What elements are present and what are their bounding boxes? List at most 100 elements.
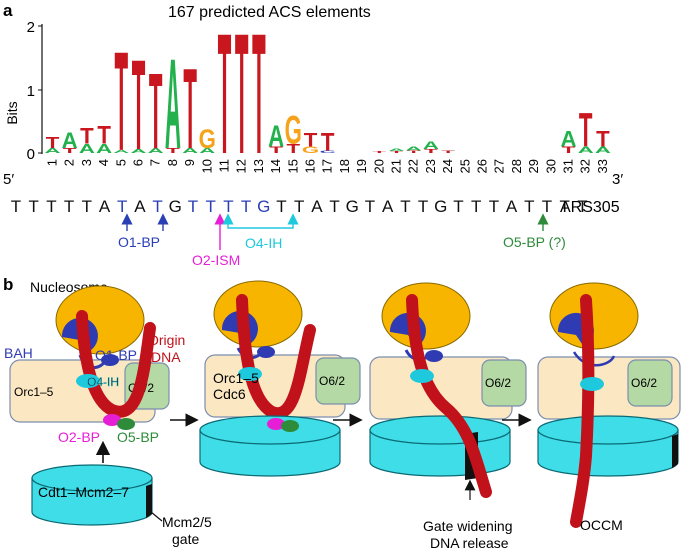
position-label-7: 7 <box>148 159 163 166</box>
position-label-9: 9 <box>182 159 197 166</box>
sequence-base-4: T <box>64 197 74 216</box>
o6-2-label-3: O6/2 <box>485 376 511 390</box>
gate-label-1: Mcm2/5 <box>162 514 212 530</box>
o4-bracket <box>227 221 294 229</box>
o1-bp-site <box>425 350 443 362</box>
origin-dna-3 <box>406 294 492 498</box>
logo-letter-23-A: A <box>423 139 440 151</box>
logo-letter-32-T: T <box>579 103 593 157</box>
logo-letter-2-A: A <box>62 128 78 153</box>
panel-b-label: b <box>3 275 13 294</box>
gate-widening-label: Gate widening <box>423 518 513 534</box>
sequence-base-25: G <box>434 197 447 216</box>
logo-letter-7-A: A <box>148 147 164 155</box>
origin-dna-2 <box>236 294 316 420</box>
logo-letter-21-A: A <box>388 148 405 152</box>
position-label-23: 23 <box>423 159 438 173</box>
o4-ih-label: O4-IH <box>245 235 282 251</box>
o1-bp-b-label: O1-BP <box>95 347 137 363</box>
position-label-18: 18 <box>337 159 352 173</box>
position-label-4: 4 <box>96 159 111 166</box>
o2-bp-site <box>267 418 285 430</box>
sequence-base-11: T <box>188 197 198 216</box>
position-label-16: 16 <box>303 159 318 173</box>
y-tick-0: 0 <box>27 146 35 163</box>
o6-2-subunit <box>481 359 527 407</box>
nucleosome-shape <box>55 285 145 355</box>
panel-a: a 167 predicted ACS elements Bits 2 1 0 … <box>3 0 623 268</box>
logo-letter-32-A: A <box>578 145 594 155</box>
nucleosome-shape <box>213 280 303 348</box>
logo-letter-7-T: T <box>149 52 163 171</box>
o5-bp-site <box>117 418 135 430</box>
logo-letter-14-T: T <box>269 145 283 155</box>
position-label-33: 33 <box>595 159 610 173</box>
five-prime-label: 5′ <box>3 171 14 188</box>
logo-letter-22-A: A <box>406 146 423 152</box>
origin-label: Origin <box>148 332 185 348</box>
o6-2-subunit <box>627 359 673 407</box>
o2-bp-label: O2-BP <box>58 429 100 445</box>
o1-bp-site <box>257 346 275 358</box>
sequence-base-21: T <box>365 197 375 216</box>
stage-2: O6/2 Orc1–5 Cdc6 <box>199 280 361 477</box>
panel-a-label: a <box>3 1 13 20</box>
sequence-base-26: T <box>453 197 463 216</box>
logo-letter-5-A: A <box>113 149 130 154</box>
logo-letter-11-T: T <box>218 0 232 189</box>
logo-letter-1-A: A <box>44 147 60 155</box>
logo-letter-14-A: A <box>268 119 284 153</box>
position-label-5: 5 <box>113 159 128 166</box>
stage-1: O6/2 BAH O1-BP Origin DNA O4-IH Orc1–5 O… <box>4 285 212 547</box>
sequence-base-13: T <box>223 197 233 216</box>
sequence-base-8: A <box>134 197 146 216</box>
position-label-14: 14 <box>268 159 283 173</box>
logo-letter-15-T: T <box>287 141 301 156</box>
o5-bp-site <box>281 420 299 432</box>
position-label-1: 1 <box>45 159 60 166</box>
position-label-13: 13 <box>251 159 266 173</box>
position-label-25: 25 <box>457 159 472 173</box>
o6-2-label-4: O6/2 <box>631 376 657 390</box>
position-label-31: 31 <box>561 159 576 173</box>
logo-letter-8-T: T <box>166 147 180 155</box>
logo-letter-9-T: T <box>183 45 197 173</box>
y-tick-2: 2 <box>27 19 35 36</box>
y-tick-1: 1 <box>27 83 35 100</box>
logo-letter-24-T: T <box>441 150 455 154</box>
logo-letter-10-G: G <box>199 125 216 154</box>
logo-letter-8-A: A <box>165 34 181 176</box>
sequence-base-24: T <box>418 197 428 216</box>
logo-letter-33-A: A <box>595 145 611 155</box>
logo-letter-9-A: A <box>182 147 198 155</box>
sequence-base-14: T <box>241 197 251 216</box>
position-label-19: 19 <box>354 159 369 173</box>
o4-ih-b-label: O4-IH <box>87 375 119 389</box>
logo-letter-16-G: G <box>302 145 319 155</box>
position-label-12: 12 <box>234 159 249 173</box>
logo-letter-31-A: A <box>560 127 576 152</box>
o6-2-label-2: O6/2 <box>319 374 345 388</box>
logo-letter-31-T: T <box>562 145 576 155</box>
sequence-base-9: T <box>152 197 162 216</box>
logo-letter-3-T: T <box>80 124 94 149</box>
gate-label-2: gate <box>172 531 199 547</box>
position-label-27: 27 <box>492 159 507 173</box>
position-label-2: 2 <box>62 159 77 166</box>
o4-ih-site <box>410 369 434 383</box>
sequence-base-31: T <box>542 197 552 216</box>
sequence-base-30: T <box>524 197 534 216</box>
o5-bp-label-text: O5-BP (?) <box>503 234 566 250</box>
logo-letter-21-T: T <box>390 151 404 154</box>
sequence-base-10: G <box>169 197 182 216</box>
position-label-8: 8 <box>165 159 180 166</box>
logo-letter-22-T: T <box>407 150 421 154</box>
nucleosome-shape <box>549 282 639 350</box>
y-axis-label: Bits <box>4 101 20 124</box>
logo-letter-17-T: T <box>321 128 335 155</box>
orc1-5-label: Orc1–5 <box>14 385 54 399</box>
o5-bp-b-label: O5-BP <box>117 429 159 445</box>
sequence-base-3: T <box>46 197 56 216</box>
